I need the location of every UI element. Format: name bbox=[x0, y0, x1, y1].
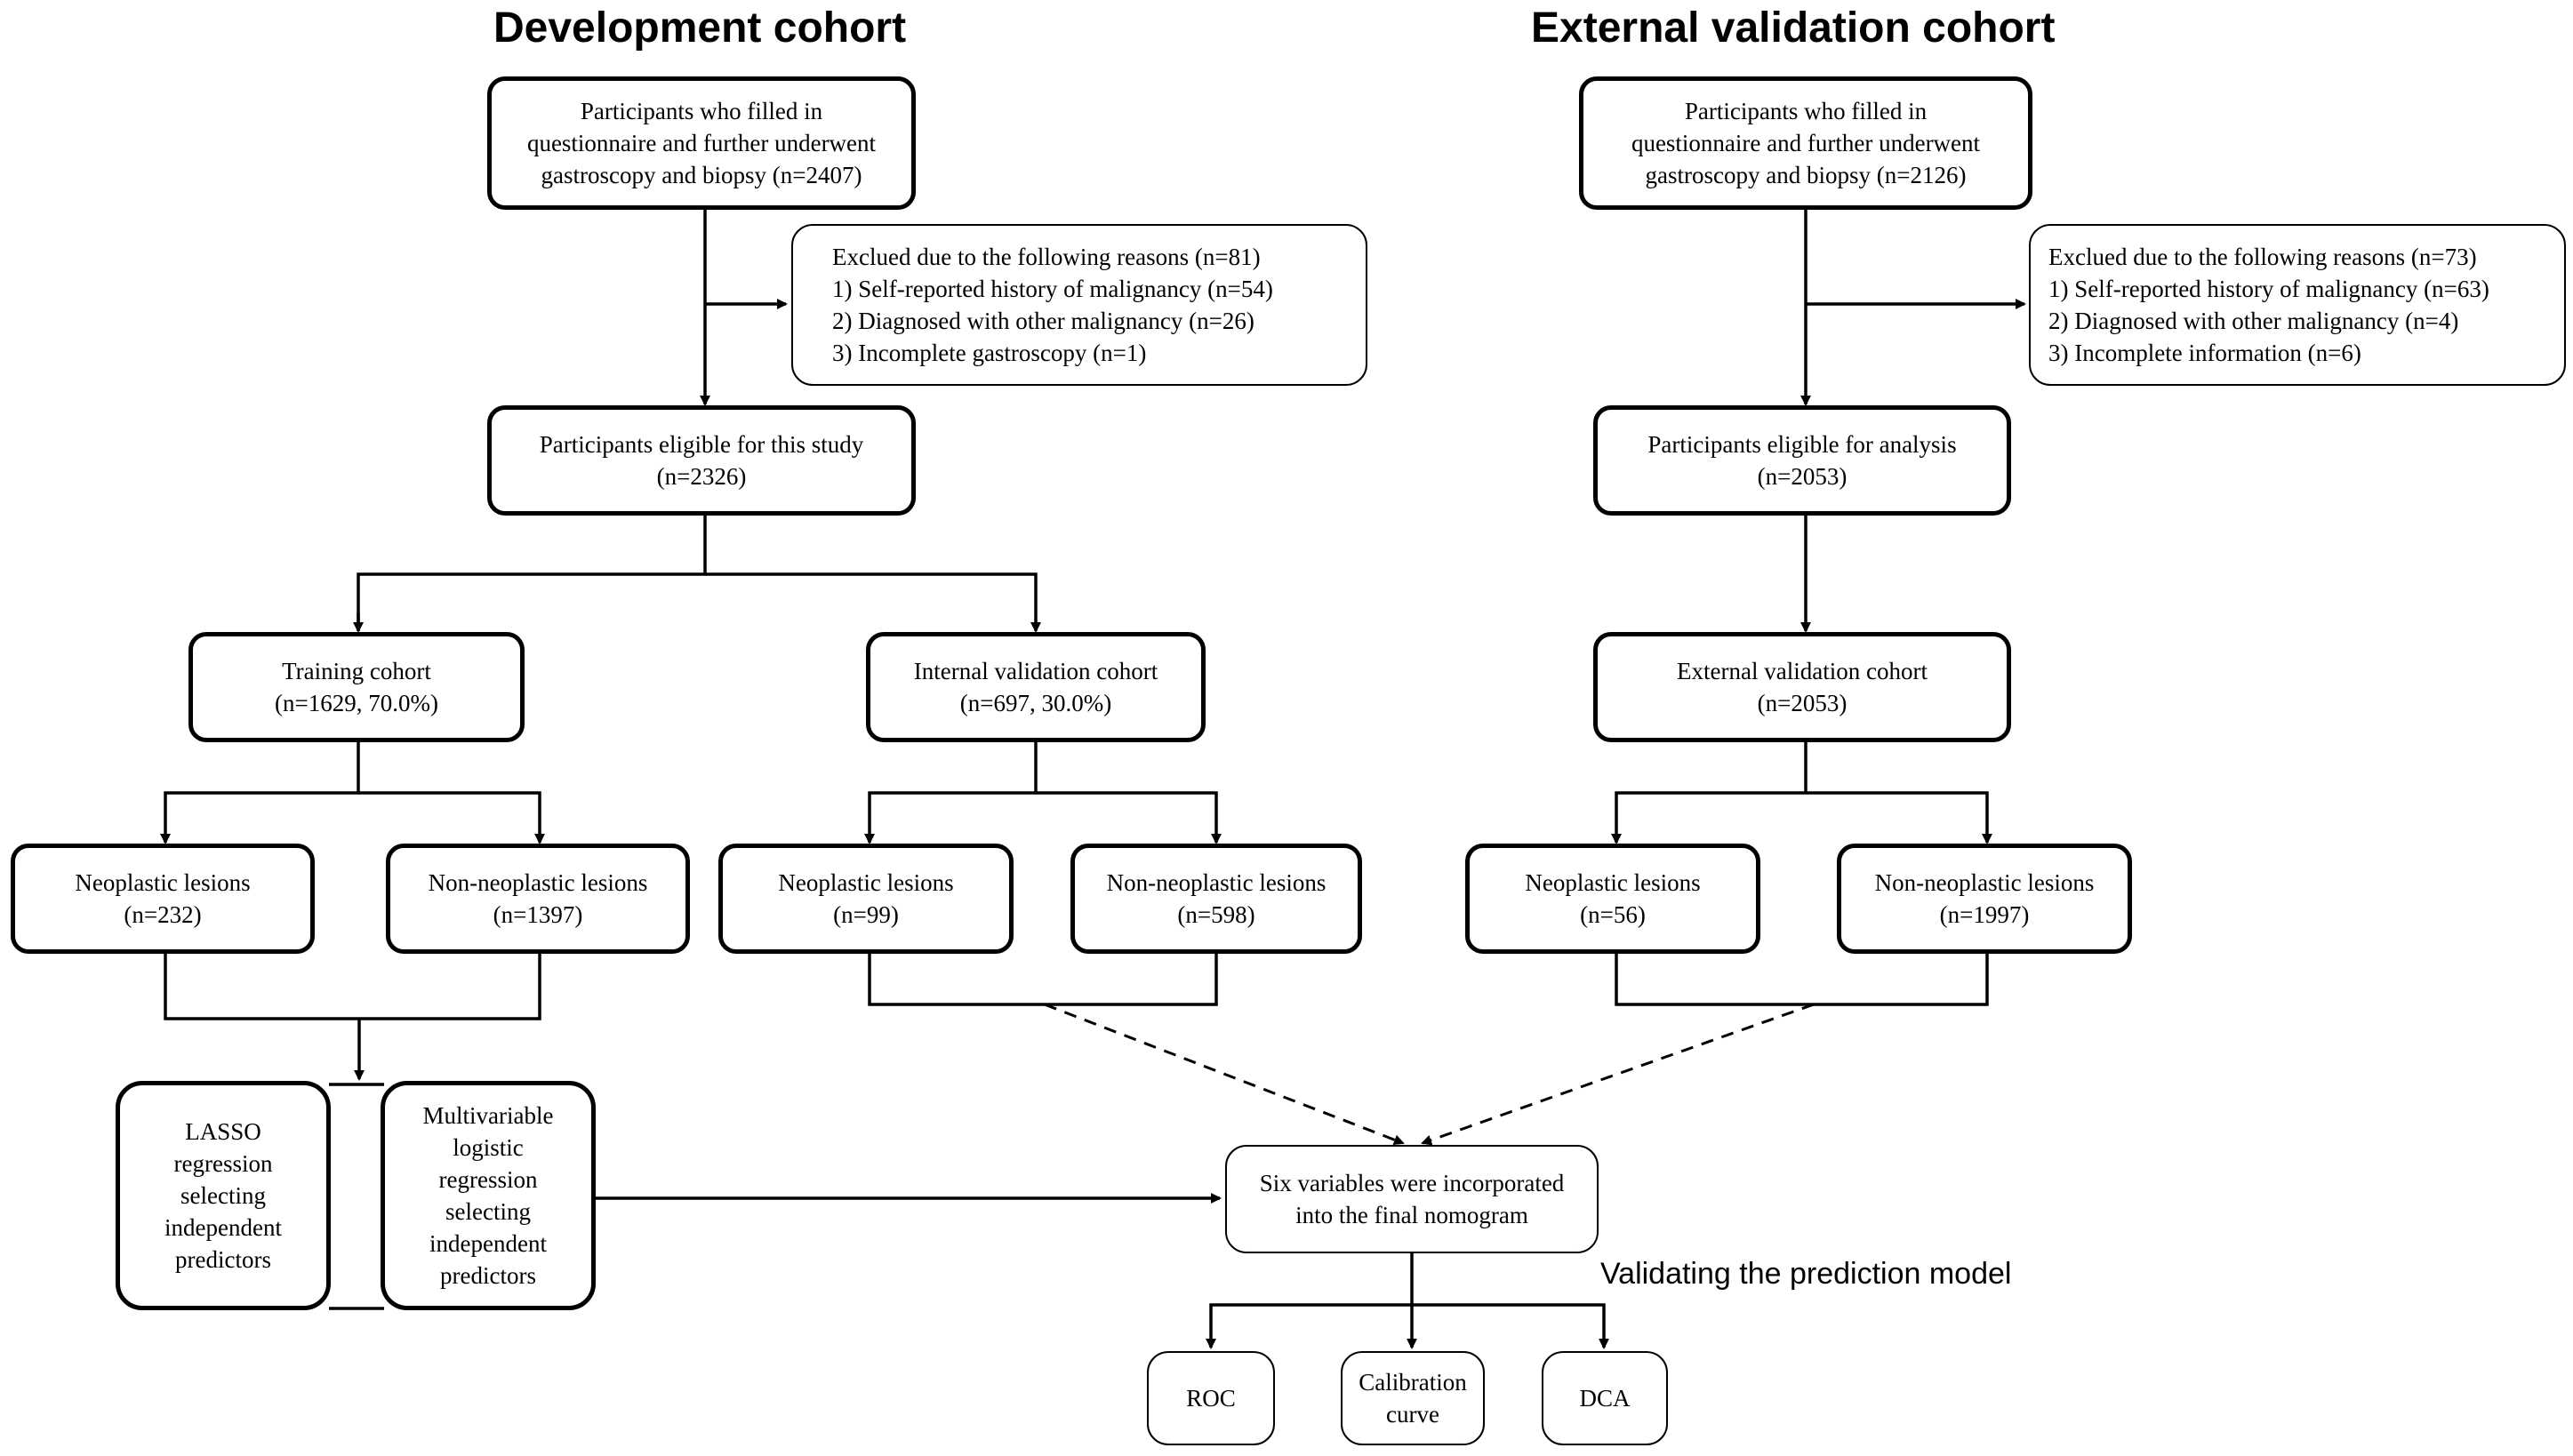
box-text-line: Training cohort bbox=[282, 658, 431, 684]
box-text-line: DCA bbox=[1579, 1385, 1631, 1412]
box-text-line: Non-neoplastic lesions bbox=[1106, 869, 1327, 896]
ext-cohort-box: External validation cohort (n=2053) bbox=[1593, 632, 2011, 742]
merge-ext-lesions bbox=[1615, 953, 1989, 1006]
heading-development-cohort: Development cohort bbox=[493, 4, 907, 52]
box-text-line: predictors bbox=[175, 1246, 271, 1273]
dev-participants-box: Participants who filled in questionnaire … bbox=[487, 76, 916, 210]
box-text-line: (n=1997) bbox=[1939, 901, 2030, 928]
box-text-line: curve bbox=[1386, 1401, 1439, 1428]
split-validation bbox=[1206, 1253, 1414, 1349]
dashed-arrow-internal-to-nomogram bbox=[1044, 1003, 1405, 1145]
box-text-line: questionnaire and further underwent bbox=[1631, 130, 1981, 156]
validating-label: Validating the prediction model bbox=[1600, 1257, 2012, 1291]
heading-external-validation-cohort: External validation cohort bbox=[1531, 4, 2056, 52]
box-text-line: regression bbox=[173, 1150, 273, 1177]
split-ext-cohort bbox=[1611, 741, 1808, 844]
box-text-line: Calibration bbox=[1359, 1369, 1467, 1396]
box-text-line: 3) Incomplete gastroscopy (n=1) bbox=[832, 340, 1147, 366]
training-non-neoplastic-box: Non-neoplastic lesions (n=1397) bbox=[386, 844, 690, 954]
box-text-line: (n=1397) bbox=[493, 901, 583, 928]
box-text-line: selecting bbox=[180, 1182, 266, 1209]
box-text-line: (n=232) bbox=[124, 901, 202, 928]
dev-excluded-box: Exclued due to the following reasons (n=… bbox=[791, 224, 1367, 386]
box-text-line: Exclued due to the following reasons (n=… bbox=[832, 244, 1261, 270]
box-text-line: 1) Self-reported history of malignancy (… bbox=[2048, 276, 2489, 302]
nomogram-box: Six variables were incorporated into the … bbox=[1225, 1145, 1599, 1253]
box-text-line: Neoplastic lesions bbox=[778, 869, 954, 896]
box-text-line: Non-neoplastic lesions bbox=[1874, 869, 2095, 896]
box-text-line: gastroscopy and biopsy (n=2407) bbox=[541, 162, 862, 188]
box-text-line: Non-neoplastic lesions bbox=[428, 869, 648, 896]
box-text-line: Participants eligible for analysis bbox=[1647, 431, 1957, 458]
training-neoplastic-box: Neoplastic lesions (n=232) bbox=[11, 844, 315, 954]
box-text-line: Participants who filled in bbox=[580, 98, 823, 124]
box-text-line: into the final nomogram bbox=[1295, 1202, 1528, 1228]
ext-excluded-box: Exclued due to the following reasons (n=… bbox=[2029, 224, 2566, 386]
box-text-line: LASSO bbox=[185, 1118, 261, 1145]
box-text-line: independent bbox=[164, 1214, 282, 1241]
dca-box: DCA bbox=[1542, 1351, 1668, 1445]
box-text-line: Six variables were incorporated bbox=[1259, 1170, 1565, 1196]
box-text-line: External validation cohort bbox=[1677, 658, 1928, 684]
internal-non-neoplastic-box: Non-neoplastic lesions (n=598) bbox=[1070, 844, 1362, 954]
box-text-line: selecting bbox=[445, 1198, 531, 1225]
split-training bbox=[160, 741, 360, 844]
box-text-line: questionnaire and further underwent bbox=[526, 130, 877, 156]
box-text-line: (n=2326) bbox=[656, 463, 747, 490]
box-text-line: Neoplastic lesions bbox=[75, 869, 251, 896]
internal-validation-cohort-box: Internal validation cohort (n=697, 30.0%) bbox=[866, 632, 1206, 742]
lasso-box: LASSO regression selecting independent predi… bbox=[116, 1081, 331, 1310]
box-text-line: independent bbox=[429, 1230, 547, 1257]
box-text-line: (n=697, 30.0%) bbox=[959, 690, 1112, 716]
calibration-curve-box: Calibration curve bbox=[1341, 1351, 1485, 1445]
box-text-line: (n=598) bbox=[1177, 901, 1255, 928]
box-text-line: 3) Incomplete information (n=6) bbox=[2048, 340, 2361, 366]
box-text-line: (n=56) bbox=[1580, 901, 1646, 928]
box-text-line: gastroscopy and biopsy (n=2126) bbox=[1645, 162, 1967, 188]
ext-neoplastic-box: Neoplastic lesions (n=56) bbox=[1465, 844, 1760, 954]
dashed-arrow-external-to-nomogram bbox=[1421, 1003, 1815, 1146]
training-cohort-box: Training cohort (n=1629, 70.0%) bbox=[188, 632, 525, 742]
merge-internal-lesions bbox=[868, 953, 1218, 1006]
dev-eligible-box: Participants eligible for this study (n=2… bbox=[487, 405, 916, 516]
box-text-line: (n=2053) bbox=[1757, 690, 1848, 716]
merge-training-lesions bbox=[164, 953, 541, 1020]
ext-eligible-box: Participants eligible for analysis (n=205… bbox=[1593, 405, 2011, 516]
box-text-line: Participants eligible for this study bbox=[539, 431, 864, 458]
box-text-line: logistic bbox=[453, 1134, 524, 1161]
box-text-line: 2) Diagnosed with other malignancy (n=26… bbox=[832, 308, 1254, 334]
box-text-line: (n=2053) bbox=[1757, 463, 1848, 490]
split-dev-eligible bbox=[357, 516, 707, 631]
box-text-line: 1) Self-reported history of malignancy (… bbox=[832, 276, 1273, 302]
box-text-line: (n=99) bbox=[833, 901, 899, 928]
box-text-line: Multivariable bbox=[422, 1102, 554, 1129]
split-dev-eligible-right bbox=[705, 572, 1041, 633]
box-text-line: predictors bbox=[440, 1262, 536, 1289]
box-text-line: (n=1629, 70.0%) bbox=[275, 690, 438, 716]
box-text-line: Neoplastic lesions bbox=[1525, 869, 1701, 896]
split-internal bbox=[864, 741, 1038, 844]
box-text-line: 2) Diagnosed with other malignancy (n=4) bbox=[2048, 308, 2459, 334]
box-text-line: ROC bbox=[1186, 1385, 1236, 1412]
box-text-line: Exclued due to the following reasons (n=… bbox=[2048, 244, 2477, 270]
box-text-line: Participants who filled in bbox=[1684, 98, 1928, 124]
box-text-line: regression bbox=[438, 1166, 538, 1193]
ext-non-neoplastic-box: Non-neoplastic lesions (n=1997) bbox=[1837, 844, 2132, 954]
multivariable-box: Multivariable logistic regression selecting… bbox=[381, 1081, 596, 1310]
roc-box: ROC bbox=[1147, 1351, 1275, 1445]
box-text-line: Internal validation cohort bbox=[913, 658, 1158, 684]
ext-participants-box: Participants who filled in questionnaire … bbox=[1579, 76, 2032, 210]
internal-neoplastic-box: Neoplastic lesions (n=99) bbox=[718, 844, 1014, 954]
